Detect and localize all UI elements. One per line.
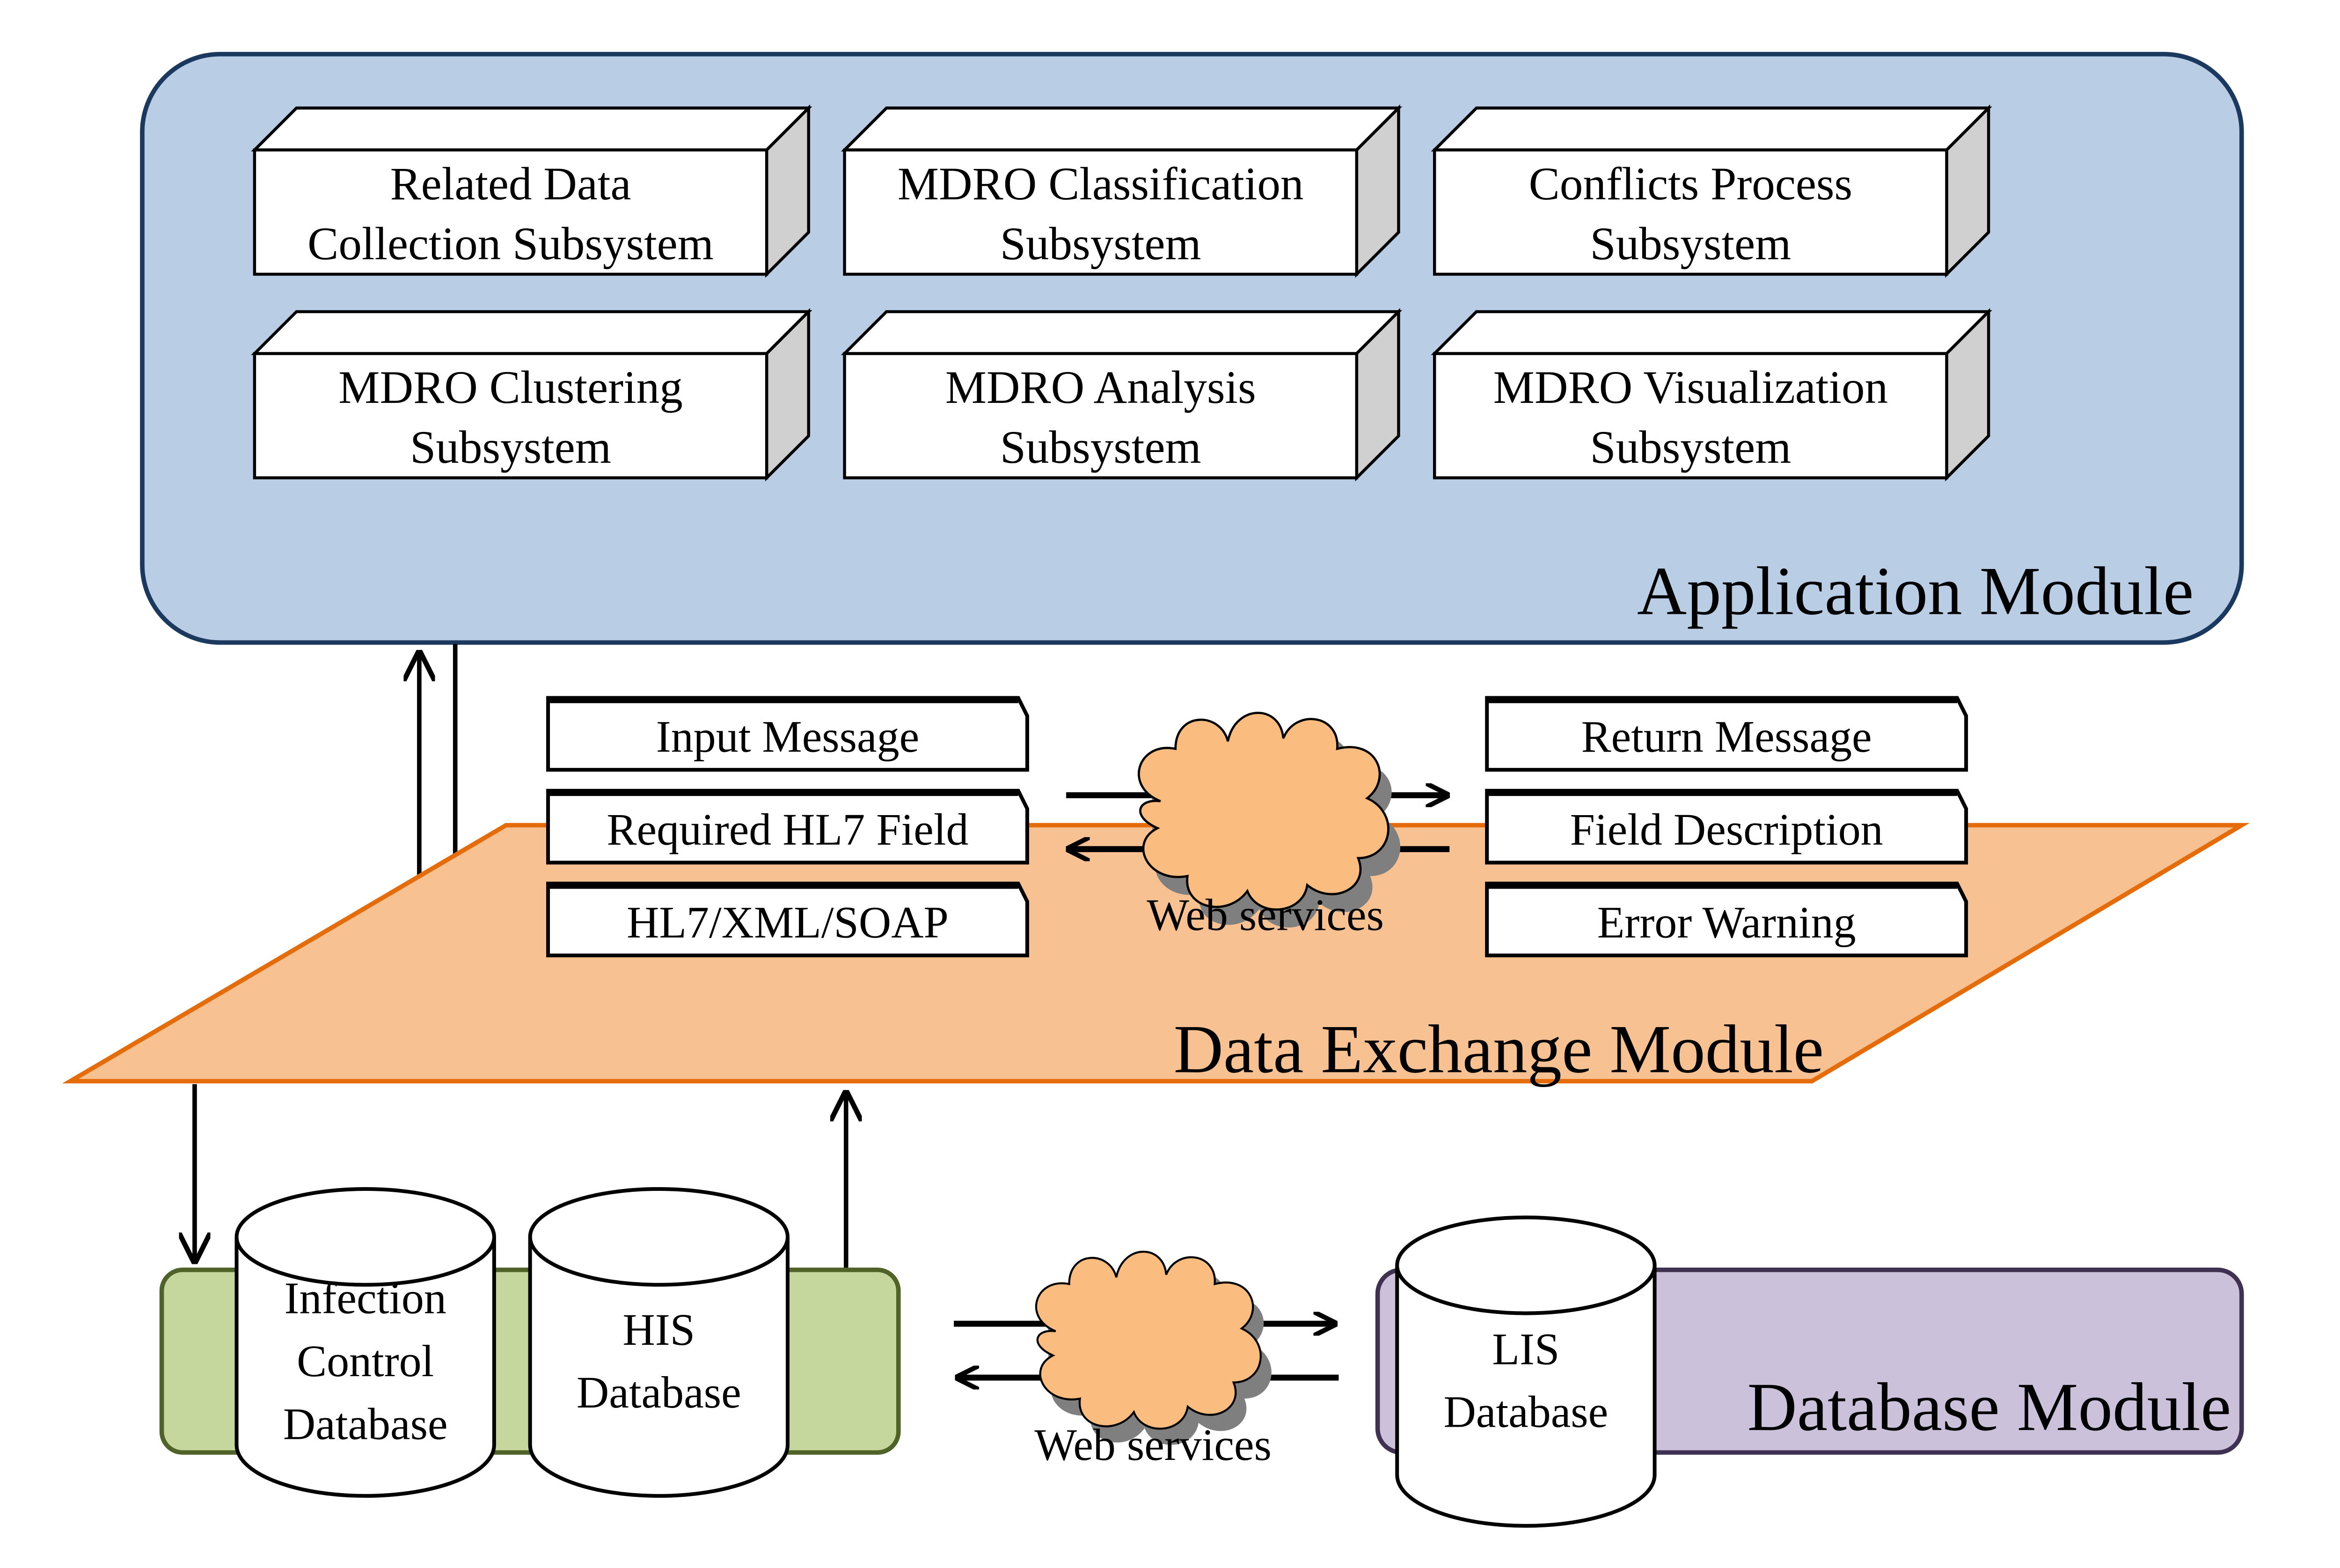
message-label: HL7/XML/SOAP [627, 897, 949, 947]
message-label: Input Message [656, 712, 919, 762]
database-module-label: Database Module [1747, 1369, 2231, 1445]
application-module: Application Module Related DataCollectio… [140, 51, 2244, 645]
subsystem-label: MDRO Classification [898, 159, 1304, 210]
database-icon [528, 1187, 790, 1287]
message-box: Field Description [1485, 788, 1968, 865]
subsystem-label: MDRO Clustering [338, 362, 683, 413]
database-icon [234, 1187, 496, 1287]
cloud-icon [1137, 712, 1401, 928]
database-module: Database Module Infection Control Databa… [159, 1187, 2244, 1528]
subsystem-label: Conflicts Process [1529, 159, 1852, 210]
database-icon [1395, 1215, 1657, 1315]
infection-control-database: Infection Control Database [234, 1187, 496, 1498]
data-exchange-module-label: Data Exchange Module [1174, 1011, 1824, 1087]
cloud-icon [1035, 1250, 1272, 1445]
message-box: HL7/XML/SOAP [546, 882, 1029, 957]
his-database: HIS Database [528, 1187, 790, 1498]
message-box: Required HL7 Field [546, 788, 1029, 865]
subsystem-label: Subsystem [1000, 422, 1201, 473]
message-label: Field Description [1570, 804, 1883, 854]
message-label: Return Message [1581, 712, 1872, 762]
lis-database: LIS Database [1395, 1215, 1657, 1528]
exchange-database-arrows [195, 1084, 846, 1270]
db-label-line: Database [577, 1367, 741, 1417]
web-services-cloud-exchange: Web services [1066, 712, 1449, 940]
subsystem-label: Collection Subsystem [307, 219, 714, 270]
web-services-label: Web services [1147, 890, 1384, 940]
db-label-line: LIS [1492, 1324, 1559, 1374]
subsystem-label: Subsystem [410, 422, 611, 473]
subsystem-label: MDRO Analysis [945, 362, 1256, 413]
application-module-label: Application Module [1637, 553, 2194, 629]
message-label: Required HL7 Field [607, 804, 969, 854]
message-box: Error Warning [1485, 882, 1968, 957]
subsystem-label: MDRO Visualization [1493, 362, 1888, 413]
web-services-cloud-database: Web services [954, 1250, 1339, 1470]
message-box: Return Message [1485, 696, 1968, 772]
web-services-label: Web services [1034, 1420, 1272, 1470]
message-label: Error Warning [1597, 897, 1856, 947]
db-label-line: Control [297, 1336, 434, 1386]
db-label-line: HIS [623, 1305, 695, 1355]
data-exchange-module: Data Exchange Module Input MessageRequir… [62, 696, 2250, 1087]
db-label-line: Database [1444, 1387, 1609, 1437]
subsystem-label: Subsystem [1000, 219, 1201, 270]
message-box: Input Message [546, 696, 1029, 772]
db-label-line: Infection [285, 1273, 446, 1323]
db-label-line: Database [283, 1399, 448, 1449]
subsystem-label: Related Data [390, 159, 631, 210]
subsystem-label: Subsystem [1590, 219, 1791, 270]
subsystem-label: Subsystem [1590, 422, 1791, 473]
